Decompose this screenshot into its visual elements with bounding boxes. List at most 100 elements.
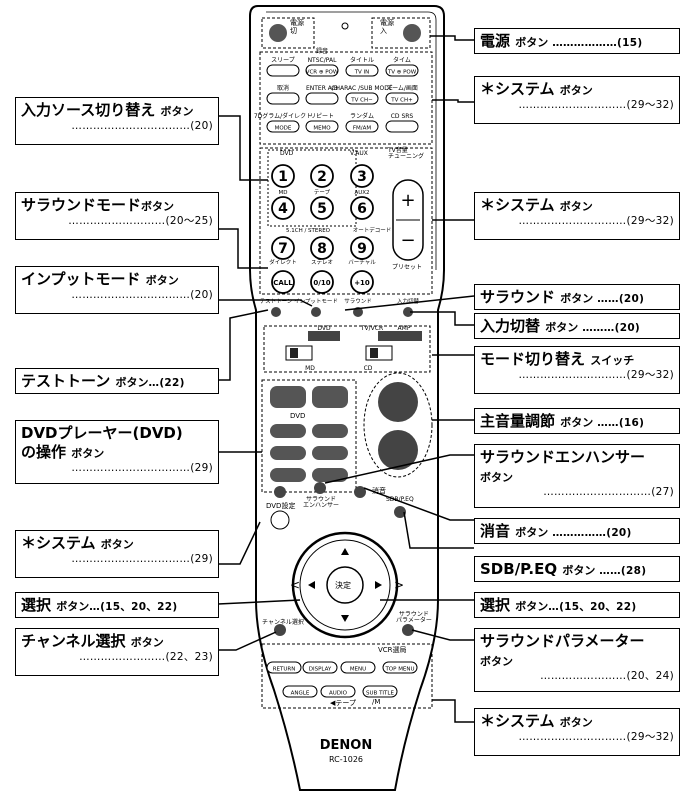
remote-pill-button[interactable] xyxy=(345,92,379,105)
left-arrow-icon[interactable] xyxy=(308,581,315,589)
bottom-pill-button[interactable] xyxy=(362,685,398,698)
surround-param-button[interactable] xyxy=(402,624,414,636)
bottom-pill-button[interactable] xyxy=(340,661,376,674)
vaux-label: V.AUX xyxy=(350,150,368,157)
right-arrow-icon[interactable] xyxy=(375,581,382,589)
volume-up-button[interactable] xyxy=(378,382,418,422)
remote-pill-button[interactable] xyxy=(345,120,379,133)
number-button[interactable] xyxy=(310,164,334,188)
dvd-control-button[interactable] xyxy=(270,386,306,408)
up-arrow-icon[interactable] xyxy=(341,548,349,555)
bottom-pill-button[interactable] xyxy=(282,685,318,698)
dvd-control-button[interactable] xyxy=(270,468,306,482)
dvd-control-button[interactable] xyxy=(270,424,306,438)
number-sub-label: AUX2 xyxy=(354,190,369,196)
bottom-pill-button[interactable] xyxy=(302,661,338,674)
remote-pill-button[interactable] xyxy=(266,92,300,105)
callout-title: 入力ソース切り替え xyxy=(21,101,156,119)
remote-pill-button[interactable] xyxy=(266,64,300,77)
channel-select-button[interactable] xyxy=(274,624,286,636)
number-button[interactable] xyxy=(271,270,295,294)
amp-switch[interactable] xyxy=(365,345,393,361)
switch-label: TV/VCR xyxy=(360,325,383,332)
remote-round-button[interactable] xyxy=(271,307,281,317)
dvd-control-button[interactable] xyxy=(312,446,348,460)
bottom-pill-button[interactable] xyxy=(320,685,356,698)
dvd-control-button[interactable] xyxy=(270,446,306,460)
remote-row-label: テストトーン xyxy=(260,298,293,305)
bottom-pill-label: RETURN xyxy=(273,667,296,673)
callout-input-mode: インプットモード ボタン ……………………………(20) xyxy=(15,266,219,314)
remote-pill-label: MEMO xyxy=(313,126,331,132)
callout-mode-switch: モード切り替え スイッチ …………………………(29〜32) xyxy=(474,346,680,394)
sdb-button[interactable] xyxy=(394,506,406,518)
number-button[interactable] xyxy=(271,164,295,188)
remote-pill-button[interactable] xyxy=(385,64,419,77)
channel-select-label: チャンネル選択 xyxy=(262,619,304,626)
dvd-switch[interactable] xyxy=(285,345,313,361)
number-button[interactable] xyxy=(350,196,374,220)
remote-row-label: ENTER A/B xyxy=(306,85,338,92)
vcr-label: VCR選局 xyxy=(378,646,407,654)
enter-button[interactable] xyxy=(326,566,364,604)
svg-text:>: > xyxy=(394,578,404,592)
remote-pill-button[interactable] xyxy=(345,64,379,77)
volume-down-button[interactable] xyxy=(378,430,418,470)
number-button-label: 5 xyxy=(317,201,327,217)
number-button[interactable] xyxy=(271,196,295,220)
down-arrow-icon[interactable] xyxy=(341,615,349,622)
number-button[interactable] xyxy=(350,270,374,294)
callout-suffix: ボタン xyxy=(515,36,549,49)
remote-pill-button[interactable] xyxy=(305,64,339,77)
callout-ref: (16) xyxy=(618,417,645,429)
callout-suffix: ボタン xyxy=(71,446,105,460)
remote-round-button[interactable] xyxy=(311,307,321,317)
enter-label: 決定 xyxy=(335,581,351,590)
remote-row-label: リピート xyxy=(310,113,334,120)
surround-enhancer-button[interactable] xyxy=(314,482,326,494)
callout-title: サラウンドモード xyxy=(21,196,142,214)
dvd-control-button[interactable] xyxy=(312,386,348,408)
remote-row-label: サラウンド xyxy=(344,297,372,305)
number-button-label: 7 xyxy=(278,241,288,257)
remote-pill-button[interactable] xyxy=(305,120,339,133)
bottom-pill-button[interactable] xyxy=(382,661,418,674)
switch-label: MD xyxy=(305,365,315,372)
number-button-label: 2 xyxy=(317,169,327,185)
number-button[interactable] xyxy=(310,236,334,260)
callout-ref: (22、23) xyxy=(165,650,213,663)
number-button[interactable] xyxy=(271,236,295,260)
number-button[interactable] xyxy=(310,270,334,294)
dvd-setup-button[interactable] xyxy=(270,510,290,530)
callout-suffix: ボタン xyxy=(559,84,593,97)
callout-title: サラウンド xyxy=(480,288,556,306)
bottom-pill-button[interactable] xyxy=(266,661,302,674)
remote-round-button[interactable] xyxy=(353,307,363,317)
number-button-label: 9 xyxy=(357,241,367,257)
callout-title: ＊システム xyxy=(480,712,555,730)
callout-master-volume: 主音量調節 ボタン ……(16) xyxy=(474,408,680,434)
number-button[interactable] xyxy=(310,196,334,220)
power-on-button[interactable] xyxy=(403,24,421,42)
callout-ref: (22) xyxy=(159,377,185,389)
callout-suffix: ボタン xyxy=(515,526,549,539)
dvd-control-button[interactable] xyxy=(312,468,348,482)
callout-ref: (15) xyxy=(617,37,643,49)
dvd-control-button[interactable] xyxy=(312,424,348,438)
dvd-small-button[interactable] xyxy=(274,486,286,498)
remote-pill-button[interactable] xyxy=(305,92,339,105)
callout-system-left: ＊システム ボタン ……………………………(29) xyxy=(15,530,219,578)
mute-button[interactable] xyxy=(354,486,366,498)
callout-ref: (29〜32) xyxy=(626,368,674,381)
callout-ref: (29〜32) xyxy=(626,730,674,743)
number-button[interactable] xyxy=(350,164,374,188)
bottom-pill-label: ANGLE xyxy=(291,691,310,697)
remote-pill-button[interactable] xyxy=(385,120,419,133)
callout-ref: (20) xyxy=(618,293,645,305)
remote-pill-label: VCR ⊕ POW xyxy=(306,70,339,76)
callout-suffix: ボタン xyxy=(515,600,549,613)
number-button[interactable] xyxy=(350,236,374,260)
remote-round-button[interactable] xyxy=(403,307,413,317)
power-off-button[interactable] xyxy=(269,24,287,42)
remote-pill-button[interactable] xyxy=(385,92,419,105)
